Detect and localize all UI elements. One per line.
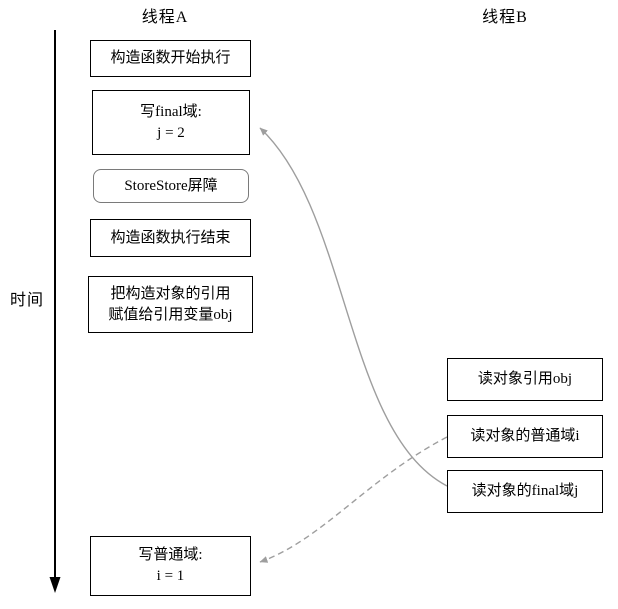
box-storestore-barrier: StoreStore屏障 <box>93 169 249 203</box>
box-label: 读对象的普通域i <box>470 428 580 444</box>
box-label-line1: 写普通域: <box>138 547 203 563</box>
box-label: 读对象引用obj <box>477 371 573 387</box>
box-read-normal-field: 读对象的普通域i <box>447 415 603 458</box>
read-normal-to-write-normal-arrow <box>259 436 448 563</box>
read-final-to-write-final-arrow <box>259 127 448 487</box>
time-axis-arrowhead <box>49 577 61 593</box>
box-write-normal-field: 写普通域: i = 1 <box>90 536 251 596</box>
thread-b-header: 线程B <box>482 9 528 26</box>
box-label: 构造函数开始执行 <box>110 50 231 66</box>
box-label-line2: i = 1 <box>156 568 185 584</box>
box-label-line2: j = 2 <box>157 124 185 141</box>
thread-a-header: 线程A <box>141 9 189 26</box>
time-axis-label: 时间 <box>10 292 45 309</box>
box-label: 读对象的final域j <box>471 483 579 499</box>
box-label: StoreStore屏障 <box>124 177 218 194</box>
box-constructor-start: 构造函数开始执行 <box>90 40 251 77</box>
box-label: 构造函数执行结束 <box>110 229 231 246</box>
box-label-line1: 把构造对象的引用 <box>110 285 231 302</box>
box-read-final-field: 读对象的final域j <box>447 470 603 513</box>
box-constructor-end: 构造函数执行结束 <box>90 219 251 257</box>
box-read-object-reference: 读对象引用obj <box>447 358 603 401</box>
box-label-line1: 写final域: <box>140 103 202 120</box>
box-write-final-field: 写final域: j = 2 <box>92 90 250 155</box>
box-label-line2: 赋值给引用变量obj <box>108 306 233 323</box>
box-assign-reference: 把构造对象的引用 赋值给引用变量obj <box>88 276 253 333</box>
